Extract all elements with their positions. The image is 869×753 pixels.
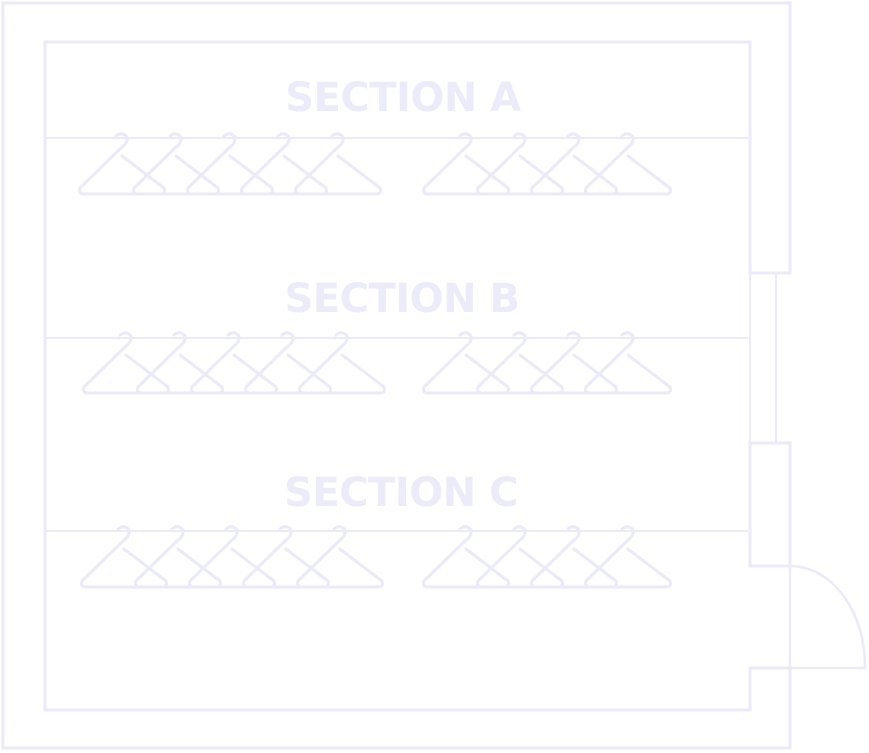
hanger-icon [294, 132, 382, 196]
section-label-a: SECTION A [285, 75, 521, 121]
hanger-icon [78, 132, 166, 196]
right-wall-segment [748, 441, 792, 568]
hanger-icon [476, 525, 564, 589]
hanger-icon [242, 525, 330, 589]
inner-wall-bottom [45, 668, 751, 711]
hangers-layer [78, 132, 672, 589]
hanger-icon [190, 331, 278, 395]
hanger-icon [476, 132, 564, 196]
hanger-icon [584, 525, 672, 589]
hanger-icon [132, 132, 220, 196]
window-icon [749, 272, 777, 444]
hanger-icon [298, 331, 386, 395]
hanger-icon [422, 331, 510, 395]
hanger-icon [136, 331, 224, 395]
hanger-icon [188, 525, 276, 589]
hanger-icon [240, 132, 328, 196]
hanger-icon [134, 525, 222, 589]
hanger-icon [530, 132, 618, 196]
hanger-icon [584, 132, 672, 196]
inner-wall [45, 41, 751, 273]
hanger-icon [186, 132, 274, 196]
hanger-icon [476, 331, 564, 395]
hanger-icon [422, 132, 510, 196]
section-label-b: SECTION B [284, 276, 519, 322]
hanger-icon [244, 331, 332, 395]
hanger-icon [296, 525, 384, 589]
hanger-icon [82, 331, 170, 395]
door-swing-icon [750, 564, 867, 670]
hanger-icon [530, 525, 618, 589]
hanger-icon [80, 525, 168, 589]
hanger-icon [530, 331, 618, 395]
section-label-c: SECTION C [284, 470, 518, 516]
hanger-icon [422, 525, 510, 589]
hanger-icon [584, 331, 672, 395]
